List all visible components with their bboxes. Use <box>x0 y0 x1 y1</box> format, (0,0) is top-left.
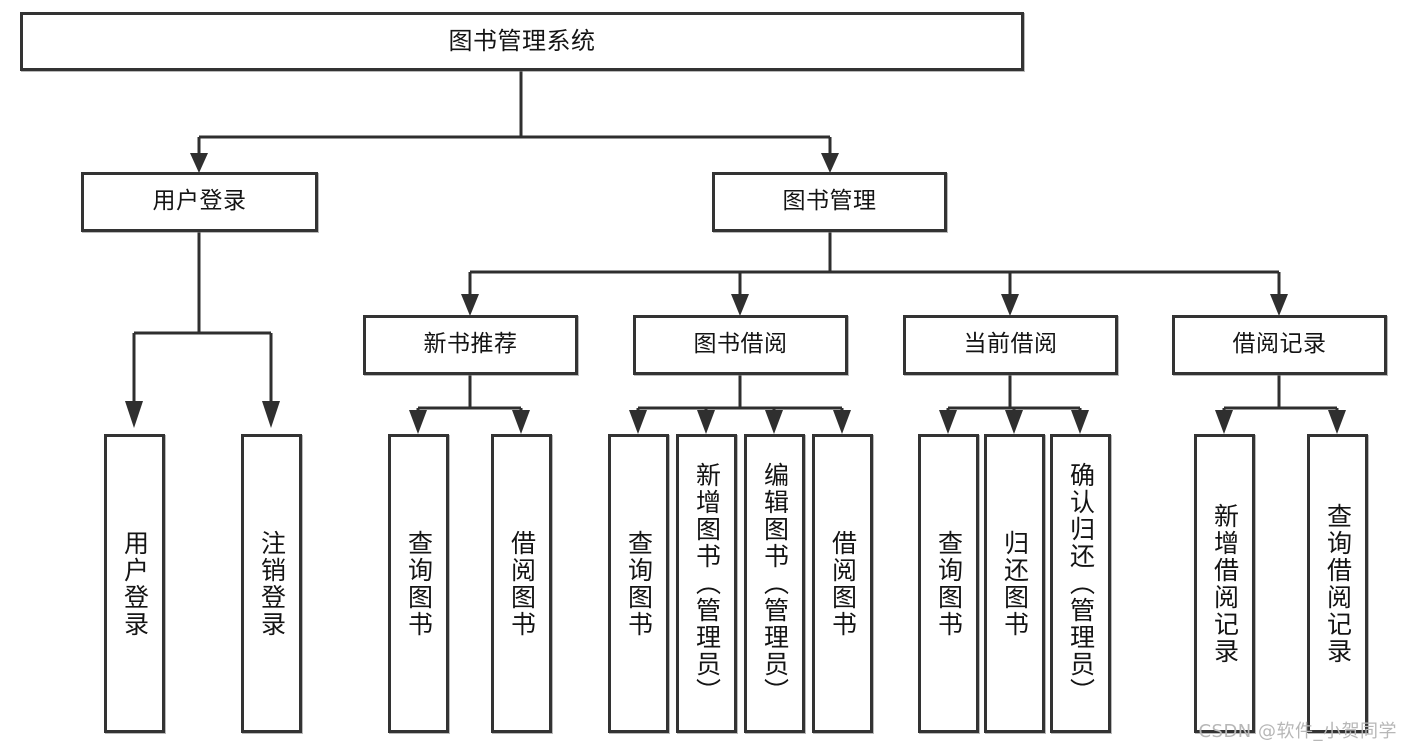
node-book-management[interactable]: 图书管理 <box>712 172 947 232</box>
node-current-borrow-label: 当前借阅 <box>963 331 1058 358</box>
leaf-current-borrow-query[interactable]: 查询图书 <box>918 434 979 733</box>
node-user-login-label: 用户登录 <box>152 188 247 215</box>
leaf-book-borrow-edit-label: 编辑图书（管理员） <box>760 462 790 705</box>
leaf-new-book-borrow[interactable]: 借阅图书 <box>491 434 552 733</box>
leaf-book-borrow-query[interactable]: 查询图书 <box>608 434 669 733</box>
node-book-borrow-label: 图书借阅 <box>693 331 788 358</box>
node-current-borrow[interactable]: 当前借阅 <box>903 315 1118 375</box>
leaf-borrow-record-query[interactable]: 查询借阅记录 <box>1307 434 1368 733</box>
arrow-user-login-leaf2 <box>262 401 280 428</box>
leaf-book-borrow-borrow-label: 借阅图书 <box>828 529 858 638</box>
node-root[interactable]: 图书管理系统 <box>20 12 1024 71</box>
arrow-book-borrow-leaf4 <box>833 410 851 434</box>
arrow-borrow-record-leaf1 <box>1215 410 1233 434</box>
node-new-book-recommend-label: 新书推荐 <box>423 331 518 358</box>
node-borrow-record[interactable]: 借阅记录 <box>1172 315 1387 375</box>
leaf-book-borrow-edit[interactable]: 编辑图书（管理员） <box>744 434 805 733</box>
leaf-new-book-borrow-label: 借阅图书 <box>507 529 537 638</box>
csdn-watermark: CSDN @软件_小贺同学 <box>1198 721 1397 742</box>
arrow-new-book-leaf2 <box>512 410 530 434</box>
arrow-user-login-leaf1 <box>125 401 143 428</box>
node-user-login[interactable]: 用户登录 <box>81 172 318 232</box>
arrow-book-borrow-leaf2 <box>697 410 715 434</box>
node-root-label: 图书管理系统 <box>448 27 596 56</box>
leaf-user-login-login[interactable]: 用户登录 <box>104 434 165 733</box>
leaf-borrow-record-query-label: 查询借阅记录 <box>1323 502 1353 665</box>
leaf-new-book-query[interactable]: 查询图书 <box>388 434 449 733</box>
leaf-current-borrow-confirm[interactable]: 确认归还（管理员） <box>1050 434 1111 733</box>
leaf-user-login-login-label: 用户登录 <box>120 529 150 638</box>
arrow-to-new-book <box>461 294 479 316</box>
arrow-new-book-leaf1 <box>409 410 427 434</box>
arrow-current-borrow-leaf2 <box>1005 410 1023 434</box>
leaf-current-borrow-confirm-label: 确认归还（管理员） <box>1066 462 1096 705</box>
arrow-to-book-borrow <box>731 294 749 316</box>
arrow-book-borrow-leaf1 <box>629 410 647 434</box>
leaf-current-borrow-return-label: 归还图书 <box>1000 529 1030 638</box>
leaf-borrow-record-add-label: 新增借阅记录 <box>1210 502 1240 665</box>
arrow-current-borrow-leaf1 <box>939 410 957 434</box>
node-borrow-record-label: 借阅记录 <box>1232 331 1327 358</box>
leaf-book-borrow-query-label: 查询图书 <box>624 529 654 638</box>
arrow-borrow-record-leaf2 <box>1328 410 1346 434</box>
arrow-book-borrow-leaf3 <box>765 410 783 434</box>
node-book-management-label: 图书管理 <box>782 188 877 215</box>
arrow-to-current-borrow <box>1001 294 1019 316</box>
arrow-to-user-login <box>190 153 208 173</box>
leaf-new-book-query-label: 查询图书 <box>404 529 434 638</box>
leaf-current-borrow-return[interactable]: 归还图书 <box>984 434 1045 733</box>
leaf-borrow-record-add[interactable]: 新增借阅记录 <box>1194 434 1255 733</box>
arrow-to-borrow-record <box>1270 294 1288 316</box>
arrow-to-book-manage <box>821 153 839 173</box>
node-new-book-recommend[interactable]: 新书推荐 <box>363 315 578 375</box>
leaf-current-borrow-query-label: 查询图书 <box>934 529 964 638</box>
node-book-borrow[interactable]: 图书借阅 <box>633 315 848 375</box>
leaf-book-borrow-borrow[interactable]: 借阅图书 <box>812 434 873 733</box>
leaf-user-login-logout[interactable]: 注销登录 <box>241 434 302 733</box>
arrow-current-borrow-leaf3 <box>1071 410 1089 434</box>
leaf-book-borrow-add[interactable]: 新增图书（管理员） <box>676 434 737 733</box>
leaf-book-borrow-add-label: 新增图书（管理员） <box>692 462 722 705</box>
leaf-user-login-logout-label: 注销登录 <box>257 529 287 638</box>
